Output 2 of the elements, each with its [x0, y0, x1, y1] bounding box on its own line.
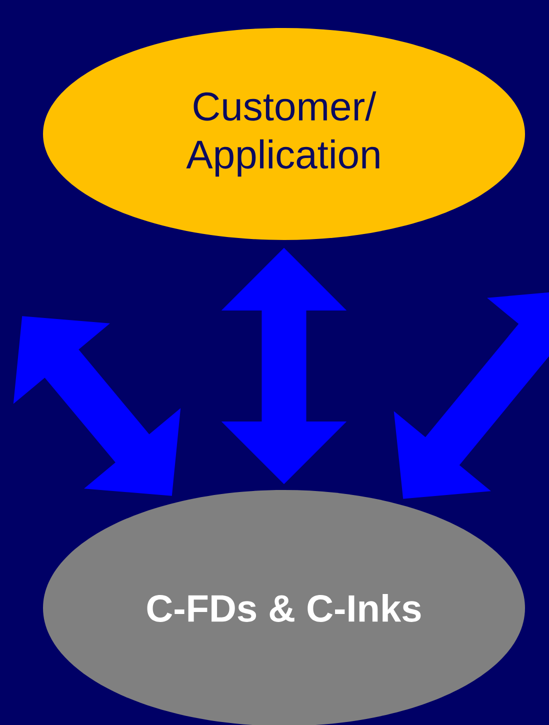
double-arrow — [222, 248, 346, 484]
ellipse-node: Customer/ Application — [43, 28, 525, 240]
